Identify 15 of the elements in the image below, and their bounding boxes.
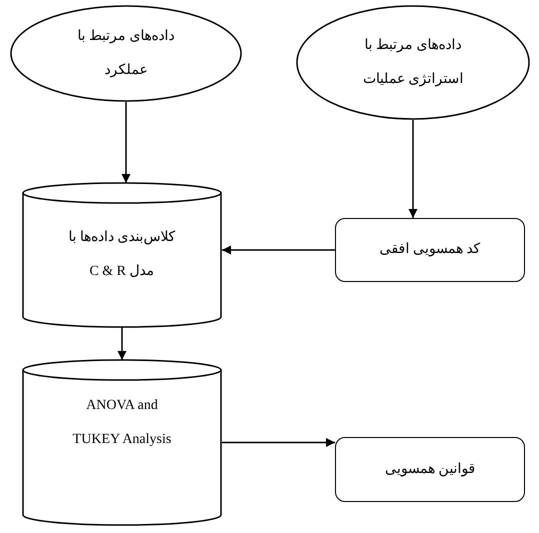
arrow bbox=[222, 246, 335, 254]
data-ellipse bbox=[296, 5, 530, 120]
node-text: داده‌های مرتبط با عملکرد bbox=[76, 28, 176, 80]
process-box bbox=[335, 437, 525, 502]
data-ellipse bbox=[10, 5, 242, 102]
node-text: کد همسویی افقی bbox=[378, 241, 482, 260]
arrow bbox=[408, 120, 418, 218]
node-text: داده‌های مرتبط با استراتژی عملیات bbox=[362, 36, 464, 88]
arrow bbox=[118, 327, 126, 360]
node-text: ANOVA and TUKEY Analysis bbox=[72, 396, 172, 448]
process-box bbox=[335, 218, 525, 282]
arrow bbox=[122, 102, 130, 183]
node-text: قوانین همسویی bbox=[384, 460, 476, 479]
arrow bbox=[222, 438, 335, 447]
node-text: کلاس‌بندی داده‌ها با مدل C & R bbox=[68, 229, 176, 281]
